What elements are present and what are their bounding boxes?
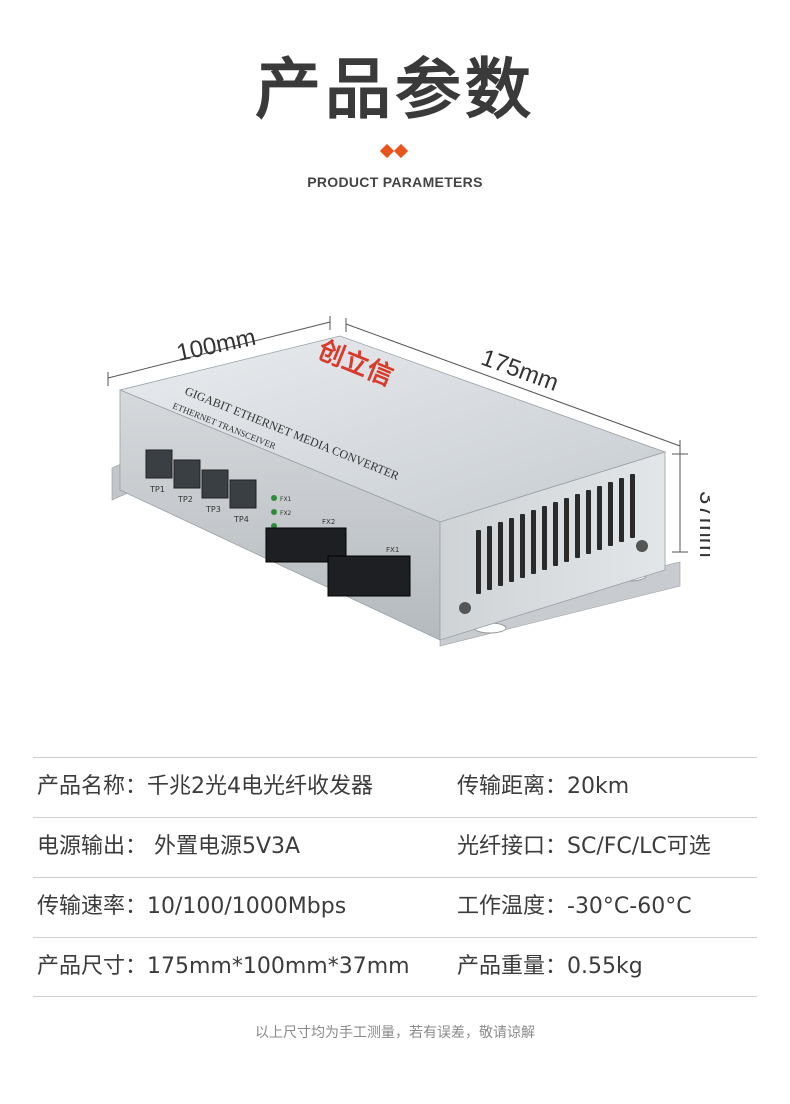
product-image: 100mm 175mm 37mm <box>90 300 721 660</box>
fiber-port-fx1: FX1 <box>386 546 399 554</box>
spec-temperature: 工作温度：-30°C-60°C <box>457 894 692 919</box>
fiber-port-fx2: FX2 <box>322 518 335 526</box>
port-tp4: TP4 <box>233 515 249 524</box>
port-tp1: TP1 <box>149 485 165 494</box>
spec-power: 电源输出： 外置电源5V3A <box>37 834 301 859</box>
spec-table: 产品名称：千兆2光4电光纤收发器 传输距离：20km 电源输出： 外置电源5V3… <box>33 757 757 997</box>
spec-distance: 传输距离：20km <box>457 774 630 799</box>
footnote: 以上尺寸均为手工测量，若有误差，敬请谅解 <box>255 1025 535 1041</box>
page-title: 产品参数 <box>255 51 535 128</box>
diamond-divider-icon <box>379 143 412 159</box>
spec-product-name: 产品名称：千兆2光4电光纤收发器 <box>37 774 373 799</box>
port-tp2: TP2 <box>177 495 193 504</box>
spec-row: 电源输出： 外置电源5V3A 光纤接口：SC/FC/LC可选 <box>33 817 757 877</box>
spec-rate: 传输速率：10/100/1000Mbps <box>37 894 347 919</box>
page-subtitle: PRODUCT PARAMETERS <box>307 174 483 190</box>
spec-size: 产品尺寸：175mm*100mm*37mm <box>37 954 410 979</box>
led-fx1: FX1 <box>280 496 292 503</box>
spec-weight: 产品重量：0.55kg <box>457 954 643 979</box>
spec-fiber-interface: 光纤接口：SC/FC/LC可选 <box>457 834 711 859</box>
spec-row: 产品尺寸：175mm*100mm*37mm 产品重量：0.55kg <box>33 937 757 997</box>
spec-row: 传输速率：10/100/1000Mbps 工作温度：-30°C-60°C <box>33 877 757 937</box>
dimension-length: 175mm <box>478 344 562 397</box>
ethernet-ports <box>145 449 257 509</box>
led-fx2: FX2 <box>280 510 292 517</box>
spec-row: 产品名称：千兆2光4电光纤收发器 传输距离：20km <box>33 757 757 817</box>
port-tp3: TP3 <box>205 505 221 514</box>
dimension-height: 37mm <box>694 491 710 558</box>
